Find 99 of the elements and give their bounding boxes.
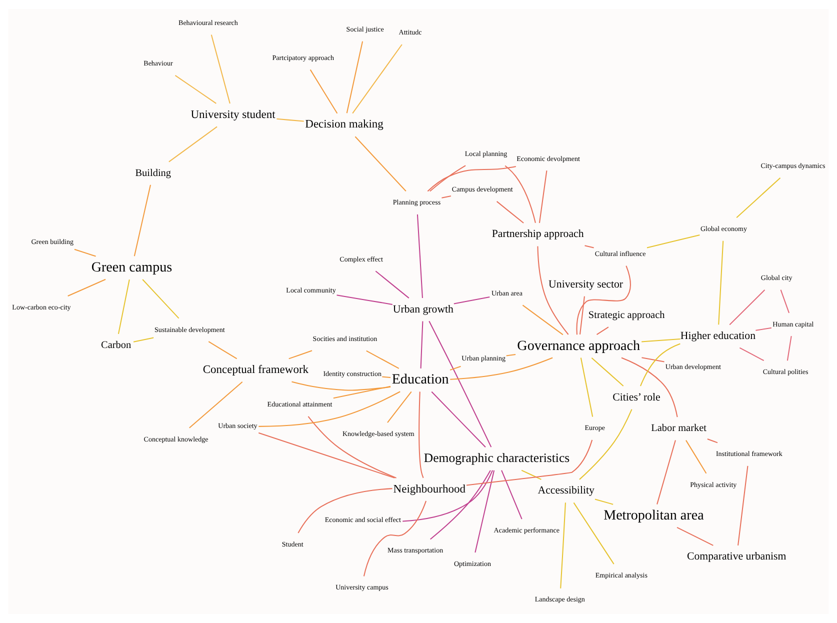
connector <box>276 118 304 122</box>
connector <box>738 466 748 546</box>
connector <box>522 304 564 336</box>
connector <box>354 136 406 192</box>
connector <box>686 440 707 474</box>
node-text: Education <box>392 372 449 388</box>
node-text: Urban growth <box>392 303 454 316</box>
connector <box>573 502 614 564</box>
connector <box>739 347 764 362</box>
connector <box>366 350 400 369</box>
connector <box>537 246 569 335</box>
connector <box>210 34 230 104</box>
connector <box>74 248 96 257</box>
connector <box>646 234 700 248</box>
connector <box>189 381 243 428</box>
connector <box>418 392 424 478</box>
connector <box>676 527 714 546</box>
connector <box>640 343 680 386</box>
connector <box>584 245 594 248</box>
connector <box>431 391 486 448</box>
node-text: Comparative urbanism <box>686 550 786 563</box>
connector <box>134 184 151 256</box>
connector <box>560 502 566 588</box>
node-text: Cities’ role <box>612 391 660 404</box>
node-text: Partnership approach <box>492 228 584 240</box>
connector <box>352 44 402 114</box>
connector <box>68 278 106 296</box>
node-text: Green campus <box>91 259 172 276</box>
connector <box>428 320 492 448</box>
connector <box>450 357 553 380</box>
connector <box>576 266 631 335</box>
node-text: University student <box>190 108 276 121</box>
node-text: Metropolitan area <box>604 507 704 524</box>
node-text: Accessibility <box>538 484 594 497</box>
connector <box>756 327 772 331</box>
connector <box>208 341 238 360</box>
connector <box>642 357 664 362</box>
connector <box>718 240 724 325</box>
node-text: Neighbourhood <box>393 483 466 496</box>
connector <box>333 386 391 399</box>
connector <box>142 279 180 319</box>
connector <box>298 488 392 534</box>
node-text: Higher education <box>680 330 756 342</box>
connector <box>786 336 792 361</box>
connector <box>621 357 678 418</box>
connector <box>168 126 218 162</box>
connector <box>420 321 424 368</box>
node-text: Building <box>135 168 172 179</box>
connector <box>642 338 680 342</box>
connector <box>538 170 548 223</box>
node-text: Labor market <box>651 423 706 434</box>
connector <box>416 214 423 298</box>
connector <box>780 290 790 314</box>
connector <box>591 357 624 386</box>
connector <box>454 296 490 304</box>
node-text: University sector <box>548 278 624 290</box>
connector <box>596 326 609 335</box>
connector <box>729 290 766 326</box>
connector <box>427 166 516 192</box>
connector <box>288 350 312 360</box>
connector <box>336 294 392 305</box>
connector <box>501 470 522 520</box>
connector <box>346 41 364 114</box>
connector <box>258 391 400 427</box>
connector <box>594 498 614 505</box>
connector <box>133 337 154 342</box>
connector <box>308 416 396 478</box>
connector <box>174 74 216 104</box>
connector <box>450 366 461 371</box>
connector <box>579 296 585 335</box>
node-text: Decision making <box>305 118 384 131</box>
connector <box>258 432 395 478</box>
connector <box>375 270 410 298</box>
node-text: Carbon <box>101 340 132 352</box>
connector <box>474 470 495 553</box>
connector <box>292 381 391 391</box>
connector <box>382 376 391 378</box>
connector <box>504 165 536 223</box>
connector <box>579 409 632 480</box>
connector <box>506 354 516 356</box>
node-text: Conceptual framework <box>202 364 309 376</box>
connector <box>118 279 130 334</box>
connector <box>496 201 524 224</box>
node-text: Demographic characteristics <box>424 450 570 465</box>
connector <box>430 470 491 540</box>
connector <box>387 391 412 423</box>
connector <box>580 358 594 417</box>
connector <box>363 500 427 576</box>
node-text: Strategic approach <box>588 310 665 321</box>
node-text: Governance approach <box>517 338 640 354</box>
connector <box>310 69 338 114</box>
connector <box>442 196 452 198</box>
connector <box>521 470 542 480</box>
connector <box>466 440 593 486</box>
connector <box>430 165 466 192</box>
connector <box>402 470 493 522</box>
connector <box>707 438 718 444</box>
connector <box>656 440 676 504</box>
connector <box>736 178 781 218</box>
